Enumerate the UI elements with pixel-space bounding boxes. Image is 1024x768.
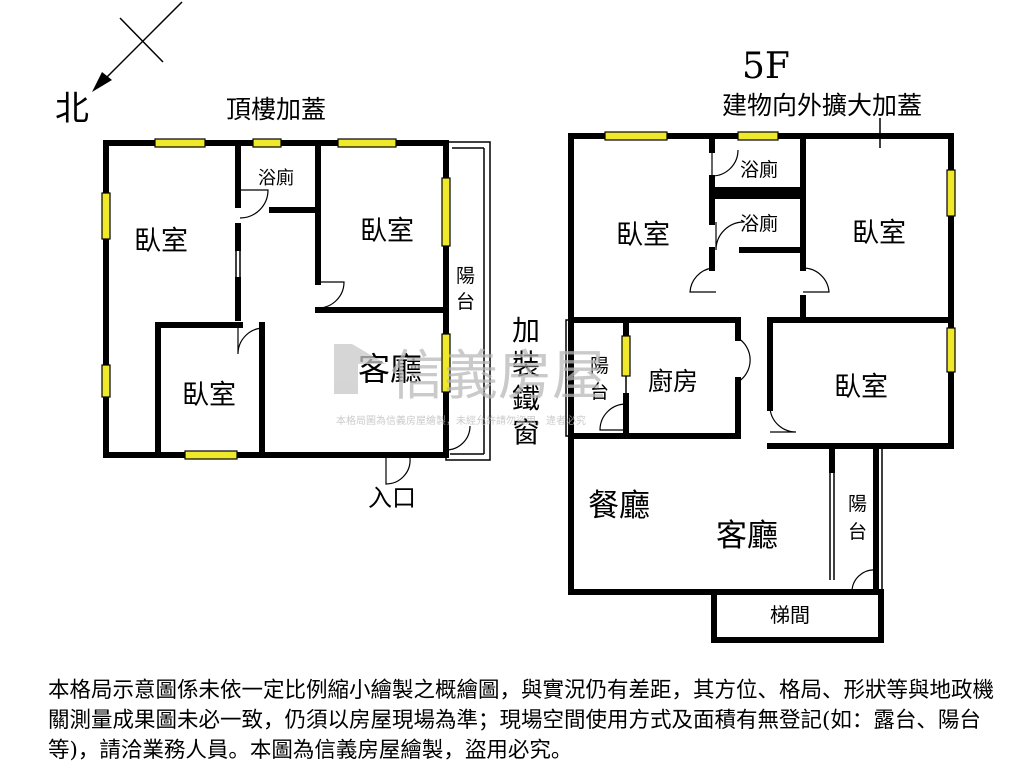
window: [337, 138, 397, 148]
dining-room-label: 餐廳: [588, 488, 650, 524]
kitchen-balcony-label: 陽: [590, 355, 609, 377]
right-living-room-label: 客廳: [716, 518, 778, 554]
window: [946, 327, 956, 373]
window: [101, 364, 111, 398]
right-bedroom-label: 臥室: [852, 218, 906, 249]
stairwell-label: 梯間: [770, 603, 810, 627]
window: [737, 131, 779, 141]
door-swing-icon: [715, 221, 745, 251]
window: [441, 333, 451, 393]
left-plan-title: 頂樓加蓋: [226, 95, 326, 124]
window: [184, 450, 238, 460]
kitchen-label: 廚房: [648, 367, 698, 396]
left-balcony-label: 陽: [456, 265, 475, 287]
door-swing-icon: [711, 149, 739, 177]
right-balcony-label: 台: [848, 521, 867, 543]
entrance-label: 入口: [368, 484, 416, 512]
stairwell-wall: [711, 589, 884, 643]
svg-text:鐵: 鐵: [512, 382, 540, 415]
door-swing-icon: [737, 337, 751, 383]
north-label: 北: [55, 89, 89, 129]
door-swing-icon: [599, 403, 627, 431]
iron-window-note: 加 裝 鐵 窗: [512, 314, 540, 449]
compass: 北: [55, 1, 183, 129]
right-plan-title: 建物向外擴大加蓋: [722, 91, 922, 120]
left-floor-plan: 頂樓加蓋 臥室 浴廁: [101, 95, 491, 512]
door-swing-icon: [802, 267, 830, 293]
left-bedroom-label: 臥室: [134, 226, 188, 257]
right-bedroom-label: 臥室: [616, 220, 670, 251]
door-swing-icon: [239, 189, 269, 219]
door-swing-icon: [769, 407, 797, 433]
window: [252, 138, 282, 148]
door-swing-icon: [445, 425, 471, 451]
door-swing-icon: [237, 327, 265, 355]
brand-logo-icon: [334, 344, 386, 394]
svg-text:加: 加: [512, 314, 540, 347]
floor-label: 5F: [742, 46, 790, 87]
door-swing-icon: [317, 281, 345, 309]
window: [946, 169, 956, 217]
right-bedroom-label: 臥室: [834, 372, 888, 403]
window: [441, 177, 451, 247]
door-swing-icon: [851, 569, 877, 593]
watermark-brand: 信義房屋: [390, 344, 606, 407]
compass-arrow-shaft: [101, 1, 183, 83]
right-balcony-label: 陽: [848, 493, 867, 515]
window: [621, 335, 631, 377]
left-bedroom-label: 臥室: [360, 216, 414, 247]
left-bathroom-label: 浴廁: [258, 167, 294, 189]
watermark-notice: 本格局圖為信義房屋繪製，未經允許請勿盜用，違者必究: [336, 414, 586, 427]
disclaimer-text: 本格局示意圖係未依一定比例縮小繪製之概繪圖，與實況仍有差距，其方位、格局、形狀等…: [48, 678, 995, 763]
right-floor-plan: 5F 建物向外擴大加蓋: [565, 46, 956, 643]
svg-text:窗: 窗: [512, 416, 540, 449]
right-bathroom-label: 浴廁: [740, 212, 778, 235]
entrance-door-icon: [385, 457, 411, 485]
watermark: 信義房屋 本格局圖為信義房屋繪製，未經允許請勿盜用，違者必究: [334, 344, 606, 427]
svg-text:裝: 裝: [512, 348, 540, 381]
left-balcony-label: 台: [456, 291, 475, 313]
kitchen-balcony-label: 台: [590, 381, 609, 403]
compass-arrow-head-icon: [92, 72, 112, 92]
window: [154, 138, 206, 148]
window: [604, 131, 668, 141]
compass-cross-line: [119, 17, 164, 63]
left-bedroom-label: 臥室: [182, 380, 236, 411]
right-bathroom-label: 浴廁: [740, 158, 778, 181]
door-swing-icon: [689, 267, 716, 293]
window: [101, 192, 111, 240]
left-exterior-wall: [103, 140, 449, 458]
